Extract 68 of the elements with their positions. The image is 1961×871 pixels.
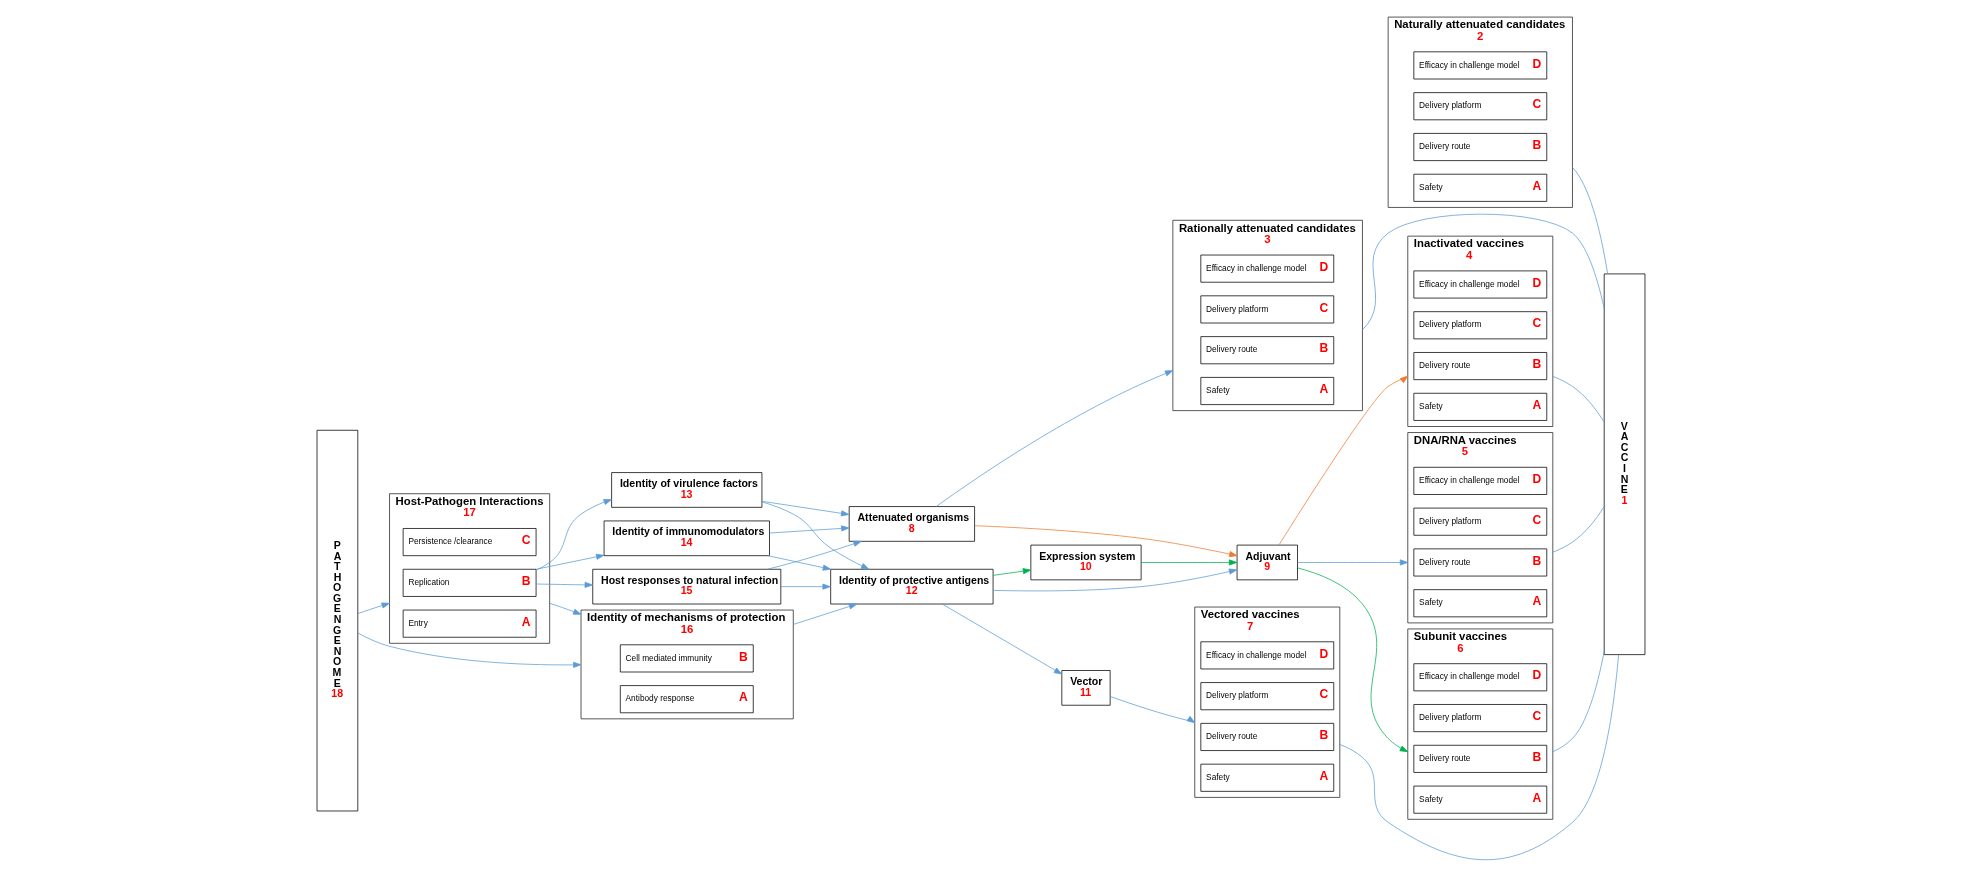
node-box: Efficacy in challenge model D [1199,641,1334,670]
node-box: Delivery platform C [1199,682,1334,711]
arrow [761,501,869,570]
arrow [535,553,604,570]
node-box: Efficacy in challenge model D [1199,254,1334,283]
arrow [761,500,849,517]
node-box: Cell mediated immunity B [619,644,754,673]
arrow [935,370,1173,507]
node-box: Attenuated organisms 8 [848,506,975,542]
node-box: Delivery platform C [1199,295,1334,324]
node-box: Delivery platform C [1412,311,1547,340]
node-box: Efficacy in challenge model D [1412,51,1547,80]
node-box: Replication B [402,568,536,597]
node-box: Delivery route B [1199,336,1334,365]
node-box: Persistence /clearance C [402,528,536,557]
node-box: Identity of virulence factors 13 [610,472,762,508]
arrow [780,583,831,590]
arrow [767,555,831,571]
node-box: Identity of immunomodulators 14 [603,520,770,557]
arrow [548,602,581,615]
node-box: Delivery route B [1412,744,1547,773]
arrow [1109,696,1195,724]
node-box: VACCINE 1 [1603,273,1645,655]
connector [1551,376,1604,423]
arrow [766,540,862,570]
node-box: Delivery route B [1412,548,1547,577]
node-box: Entry A [402,609,536,638]
node-box: Efficacy in challenge model D [1412,663,1547,692]
node-box: Delivery route B [1199,723,1334,751]
node-box: Identity of protective antigens 12 [829,568,993,605]
node-box: Host responses to natural infection 15 [591,568,781,605]
node-box: Safety A [1412,589,1547,618]
arrow [973,525,1237,558]
arrow [941,603,1062,675]
arrow [1278,375,1408,546]
arrow [356,602,390,614]
connector [1338,654,1619,861]
connector [1551,506,1604,553]
node-box: Safety A [1412,173,1547,202]
arrow [535,581,593,588]
node-box: Antibody response A [619,685,754,714]
arrow [992,568,1237,592]
node-box: Expression system 10 [1029,544,1142,581]
node-box: Delivery route B [1412,133,1547,161]
node-box: Delivery platform C [1412,704,1547,733]
connector [1571,167,1608,275]
node-box: Delivery platform C [1412,507,1547,536]
node-box: Safety A [1199,763,1334,792]
node-box: Adjuvant 9 [1236,544,1298,581]
node-box: Delivery route B [1412,352,1547,381]
arrow [1140,559,1237,566]
arrow [1296,567,1408,753]
connector [1361,213,1605,331]
arrow [992,568,1031,576]
node-box: Safety A [1199,377,1334,405]
node-box: Delivery platform C [1412,92,1547,121]
node-box: PATHOGENGENOME 18 [316,429,358,812]
arrow [768,525,849,534]
node-box: Efficacy in challenge model D [1412,270,1547,299]
arrow [357,632,581,668]
node-box: Safety A [1412,392,1547,421]
connector [1551,651,1605,753]
node-box: Safety A [1412,785,1547,814]
arrow [792,603,857,625]
arrow [535,499,612,571]
node-box: Vector 11 [1060,670,1111,706]
node-box: Efficacy in challenge model D [1412,466,1547,495]
arrow [1296,559,1408,566]
